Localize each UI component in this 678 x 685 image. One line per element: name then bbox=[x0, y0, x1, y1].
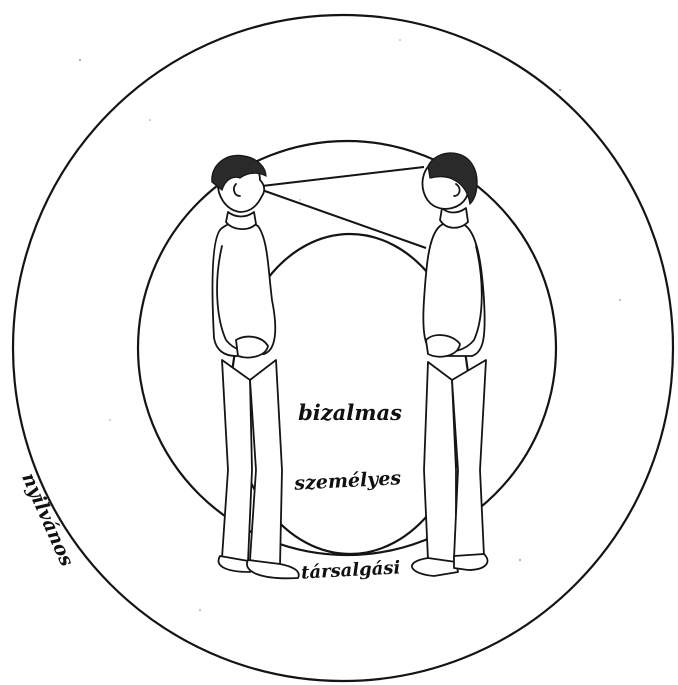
gaze-lines bbox=[262, 167, 426, 248]
paper-texture bbox=[79, 39, 621, 611]
social-zone-ring bbox=[138, 141, 556, 555]
right-person bbox=[412, 153, 488, 576]
intimate-zone-label: bizalmas bbox=[298, 400, 402, 425]
personal-zone-label: személyes bbox=[293, 467, 402, 495]
left-person bbox=[212, 155, 299, 578]
public-zone-label: nyilvános bbox=[17, 469, 78, 569]
social-zone-label: társalgási bbox=[301, 557, 401, 583]
